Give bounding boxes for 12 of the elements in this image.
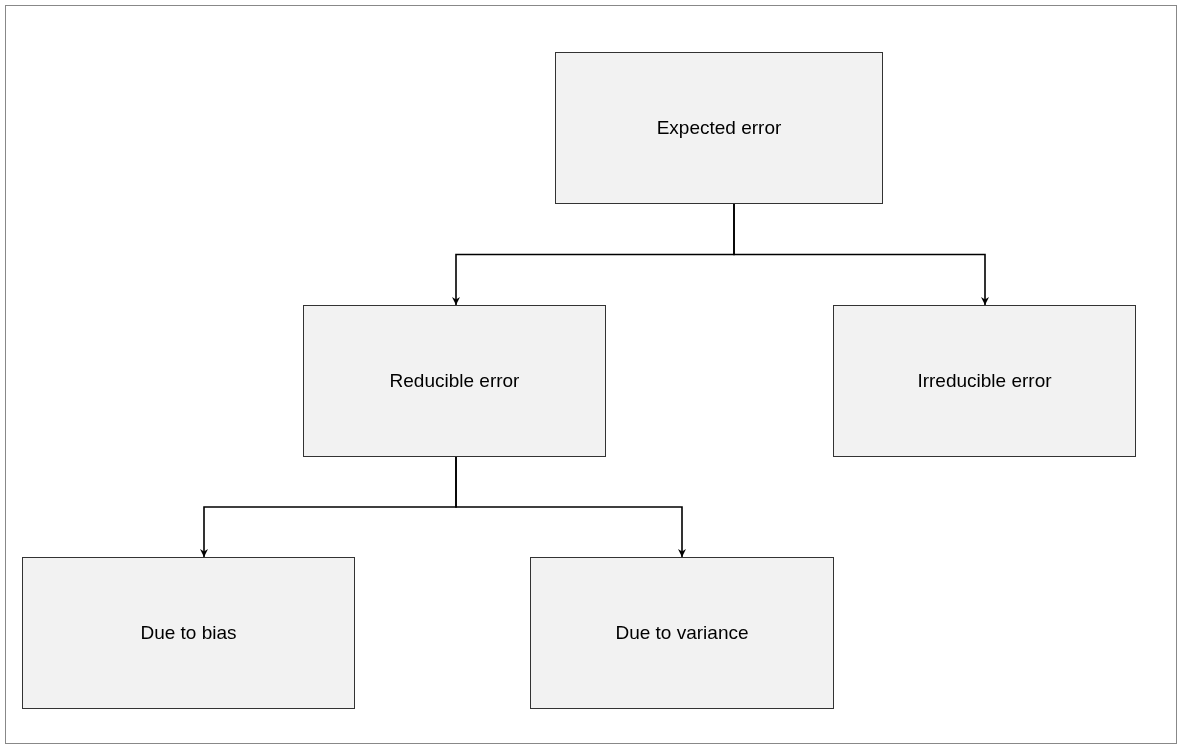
box-label: Due to variance [615, 620, 749, 645]
process-box [555, 52, 883, 204]
process-box [833, 305, 1136, 457]
process-box [22, 557, 355, 709]
box-label: Irreducible error [917, 368, 1052, 393]
arrow [455, 456, 686, 558]
box-label: Expected error [656, 115, 782, 140]
arrow [733, 203, 989, 306]
process-box [530, 557, 834, 709]
box-label: Reducible error [389, 368, 520, 393]
box-label: Due to bias [140, 620, 237, 645]
process-box [303, 305, 606, 457]
